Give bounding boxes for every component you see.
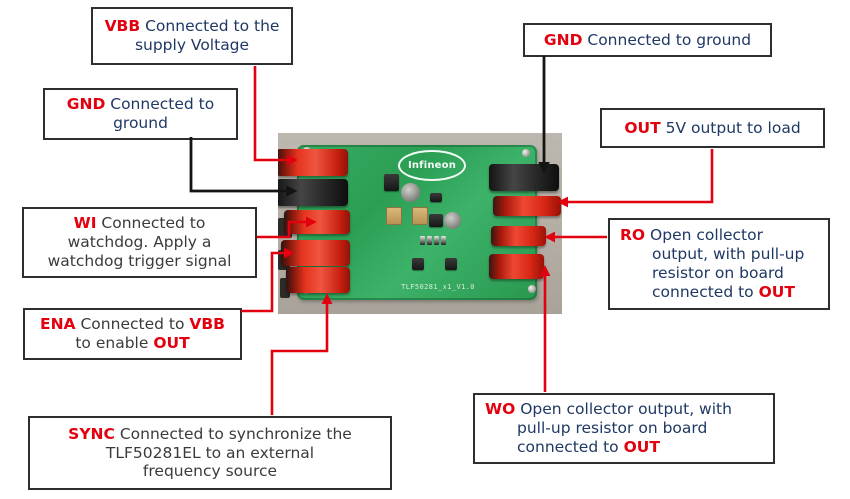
pin-label-ro: RO [620,226,646,245]
pin-label-wi: WI [73,214,97,232]
ena-jack [281,240,350,266]
inductor [444,212,461,229]
pin-label-ena: ENA [40,315,76,334]
resistor [420,236,425,245]
callout-vbb-text: VBB Connected to the supply Voltage [104,17,280,54]
callout-wi-text: WI Connected to watchdog. Apply a watchd… [47,214,232,270]
smd-component [430,193,442,202]
callout-sync: SYNC Connected to synchronize the TLF502… [28,416,392,490]
callout-out: OUT 5V output to load [600,108,825,148]
pin-label-vbb: VBB [189,315,225,334]
callout-wo: WO Open collector output, with pull-up r… [473,393,775,464]
pin-label-out: OUT [623,437,660,456]
capacitor [386,207,402,225]
pin-label-gnd: GND [543,30,583,49]
out-jack [493,196,561,216]
callout-ro-text: RO Open collector output, with pull-up r… [620,226,805,301]
pin-label-out: OUT [624,118,661,137]
callout-gnd-left: GND Connected to ground [43,88,238,140]
capacitor [412,207,428,225]
pin-label-gnd: GND [66,95,106,113]
infineon-logo: Infineon [398,150,466,181]
sync-arrow [270,293,333,415]
wo-jack [489,254,544,279]
callout-vbb: VBB Connected to the supply Voltage [91,7,293,65]
ic-chip [429,214,443,227]
silkscreen-label: TLF50281_x1_V1.0 [401,283,475,291]
transistor [412,258,424,270]
resistor [434,236,439,245]
resistor [441,236,446,245]
cable-stub [280,278,290,298]
ro-jack [491,226,546,246]
mounting-screw [522,149,530,157]
gnd-jack-right [489,164,559,191]
out-arrow [557,149,714,208]
callout-ena-text: ENA Connected to VBB to enable OUT [40,315,225,352]
resistor [427,236,432,245]
callout-out-text: OUT 5V output to load [624,118,801,137]
callout-ena: ENA Connected to VBB to enable OUT [23,308,242,360]
gnd-left-arrow [189,137,298,197]
vbb-jack [278,149,348,176]
sync-jack [286,267,350,293]
wi-jack [284,210,350,234]
callout-gnd-left-text: GND Connected to ground [66,95,215,132]
pin-label-vbb: VBB [104,17,141,36]
pin-label-sync: SYNC [68,424,115,443]
mounting-screw [528,285,536,293]
pin-label-wo: WO [485,400,516,418]
ic-chip [384,174,399,191]
callout-gnd-right-text: GND Connected to ground [543,30,752,49]
gnd-jack-left [278,179,348,206]
inductor [401,183,420,202]
board-photo: Infineon TLF50281_x1_V1.0 [278,133,562,314]
pin-label-out: OUT [758,282,795,301]
callout-wi: WI Connected to watchdog. Apply a watchd… [22,207,257,278]
callout-ro: RO Open collector output, with pull-up r… [608,218,830,310]
pin-label-out: OUT [153,334,190,352]
callout-sync-text: SYNC Connected to synchronize the TLF502… [68,424,352,481]
callout-wo-text: WO Open collector output, with pull-up r… [485,400,732,456]
callout-gnd-right: GND Connected to ground [523,23,772,57]
transistor [445,258,457,270]
